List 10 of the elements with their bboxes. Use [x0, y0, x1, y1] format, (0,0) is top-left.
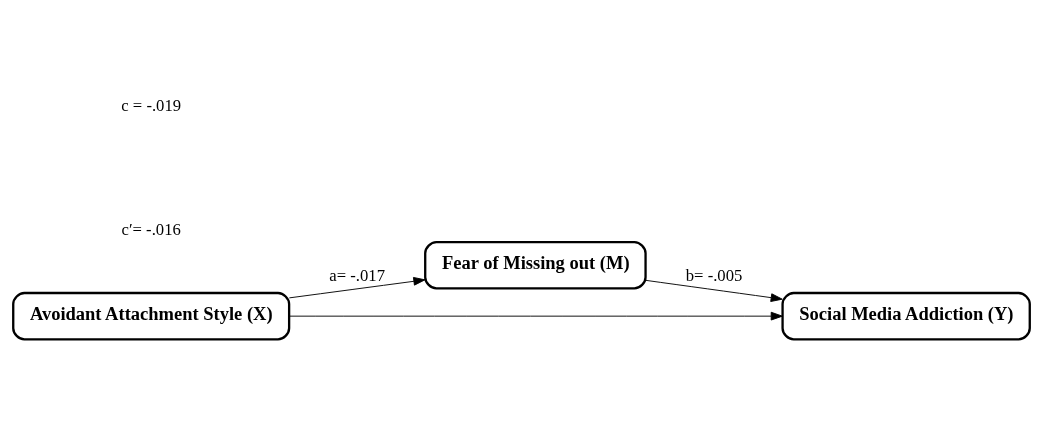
node-box: Fear of Missing out (M)	[424, 240, 647, 290]
label: c′= -.016	[121, 219, 181, 239]
arrow	[645, 279, 783, 302]
node-box: Social Media Addiction (Y)	[781, 291, 1031, 340]
node-box: Avoidant Attachment Style (X)	[12, 291, 291, 340]
arrow	[288, 311, 783, 320]
label: c = -.019	[121, 95, 182, 115]
edge-label: b= -.005	[685, 265, 743, 285]
arrow	[288, 276, 426, 298]
edge-label: a= -.017	[329, 265, 385, 285]
